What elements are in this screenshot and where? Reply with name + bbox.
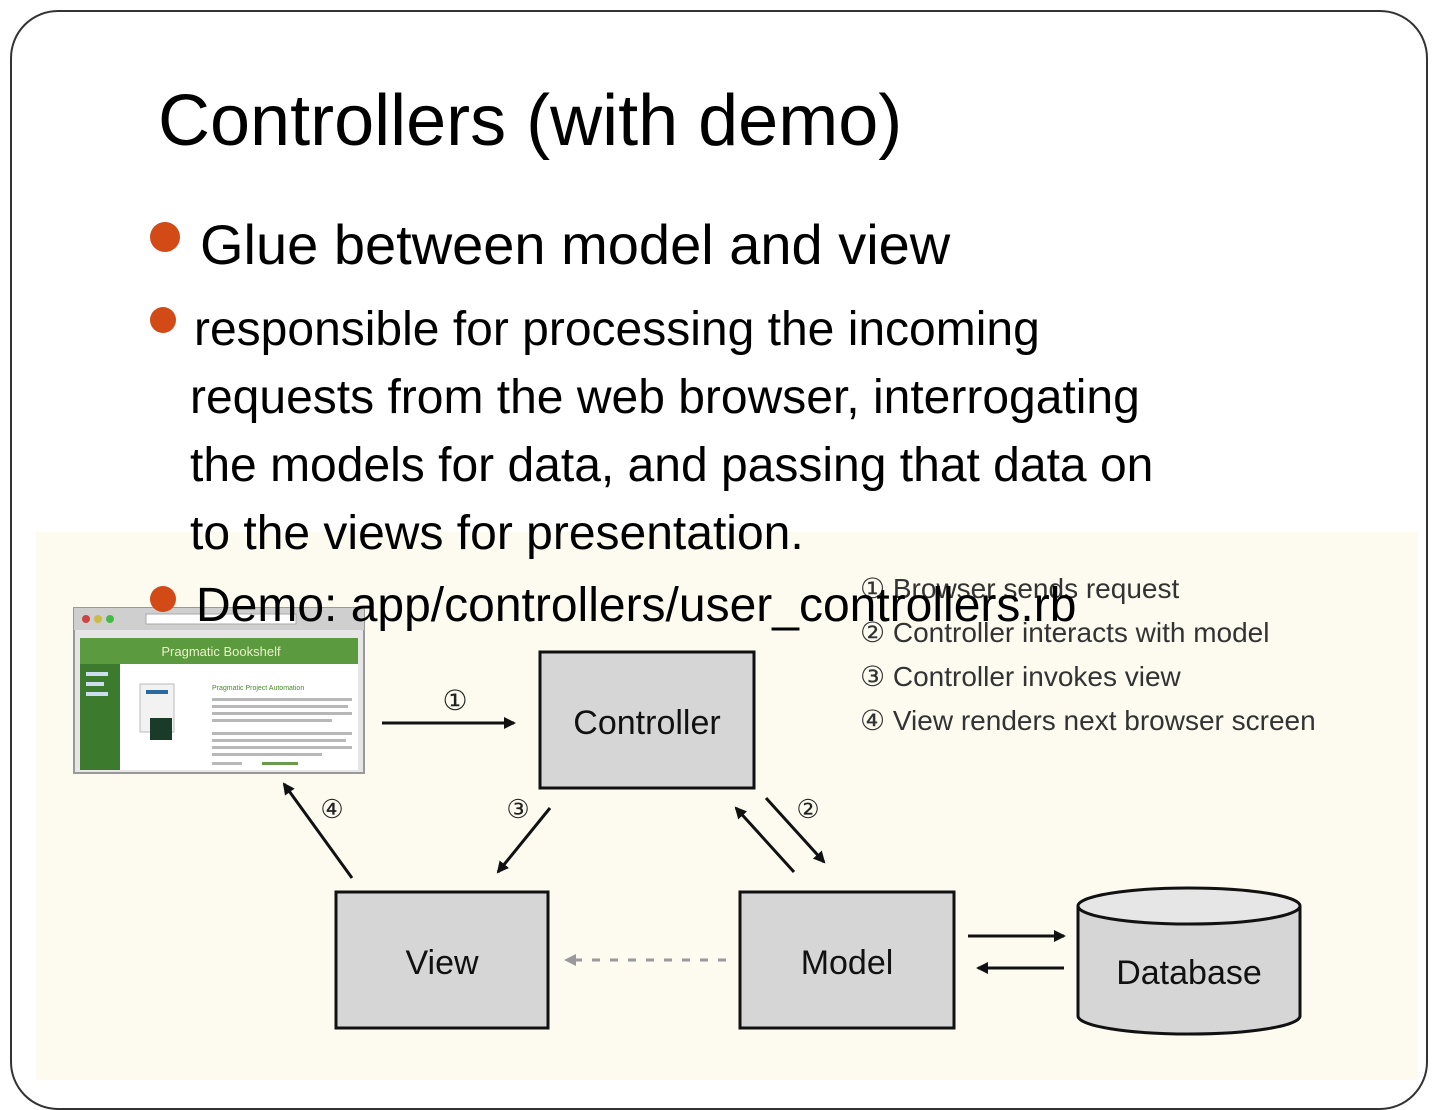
browser-window: Pragmatic Bookshelf Pragmatic Project Au…	[73, 607, 365, 774]
arrow-controller-model	[764, 796, 826, 864]
step-marker-3: ③	[506, 794, 529, 824]
legend-item-4: ④ View renders next browser screen	[860, 705, 1316, 736]
bullet-line: requests from the web browser, interroga…	[190, 371, 1140, 424]
view-box: View	[334, 890, 550, 1030]
controller-label: Controller	[573, 704, 720, 742]
model-label: Model	[801, 944, 894, 982]
browser-header-band	[80, 638, 358, 664]
browser-maximize-icon	[106, 615, 114, 623]
browser-header-text: Pragmatic Bookshelf	[161, 644, 281, 659]
bullet-line: the models for data, and passing that da…	[190, 439, 1154, 492]
bullet-dot-icon	[150, 307, 176, 333]
database-cylinder: Database	[1076, 886, 1302, 1036]
browser-close-icon	[82, 615, 90, 623]
browser-sidebar	[80, 664, 120, 770]
controller-box: Controller	[538, 650, 756, 790]
bullet-line: responsible for processing the incoming	[194, 303, 1040, 356]
view-label: View	[405, 944, 479, 982]
legend-item-2: ② Controller interacts with model	[860, 617, 1269, 648]
slide-title: Controllers (with demo)	[158, 81, 903, 161]
legend: ① Browser sends request ② Controller int…	[860, 573, 1316, 736]
bullet-glue: Glue between model and view	[200, 213, 951, 276]
step-marker-2: ②	[796, 794, 819, 824]
arrow-model-controller	[734, 806, 796, 874]
browser-heading-text: Pragmatic Project Automation	[212, 685, 304, 692]
step-marker-4: ④	[320, 794, 343, 824]
bullet-dot-icon	[150, 222, 180, 252]
bullet-demo: Demo: app/controllers/user_controllers.r…	[196, 579, 1077, 632]
mvc-diagram: Pragmatic Bookshelf Pragmatic Project Au…	[36, 532, 1418, 1080]
mvc-diagram-svg: Pragmatic Bookshelf Pragmatic Project Au…	[73, 573, 1316, 1036]
arrow-invoke-view	[496, 807, 552, 874]
database-label: Database	[1116, 954, 1262, 992]
legend-item-1: ① Browser sends request	[860, 573, 1179, 604]
arrow-render	[282, 782, 354, 879]
browser-url-bar	[145, 613, 297, 625]
model-box: Model	[738, 890, 956, 1030]
step-marker-1: ①	[442, 685, 467, 716]
bullet-dot-icon	[150, 586, 176, 612]
legend-item-3: ③ Controller invokes view	[860, 661, 1182, 692]
book-cover-art-icon	[150, 718, 172, 740]
bullet-line: to the views for presentation.	[190, 507, 804, 560]
bullet-responsibility: responsible for processing the incoming …	[190, 296, 1390, 568]
browser-minimize-icon	[94, 615, 102, 623]
